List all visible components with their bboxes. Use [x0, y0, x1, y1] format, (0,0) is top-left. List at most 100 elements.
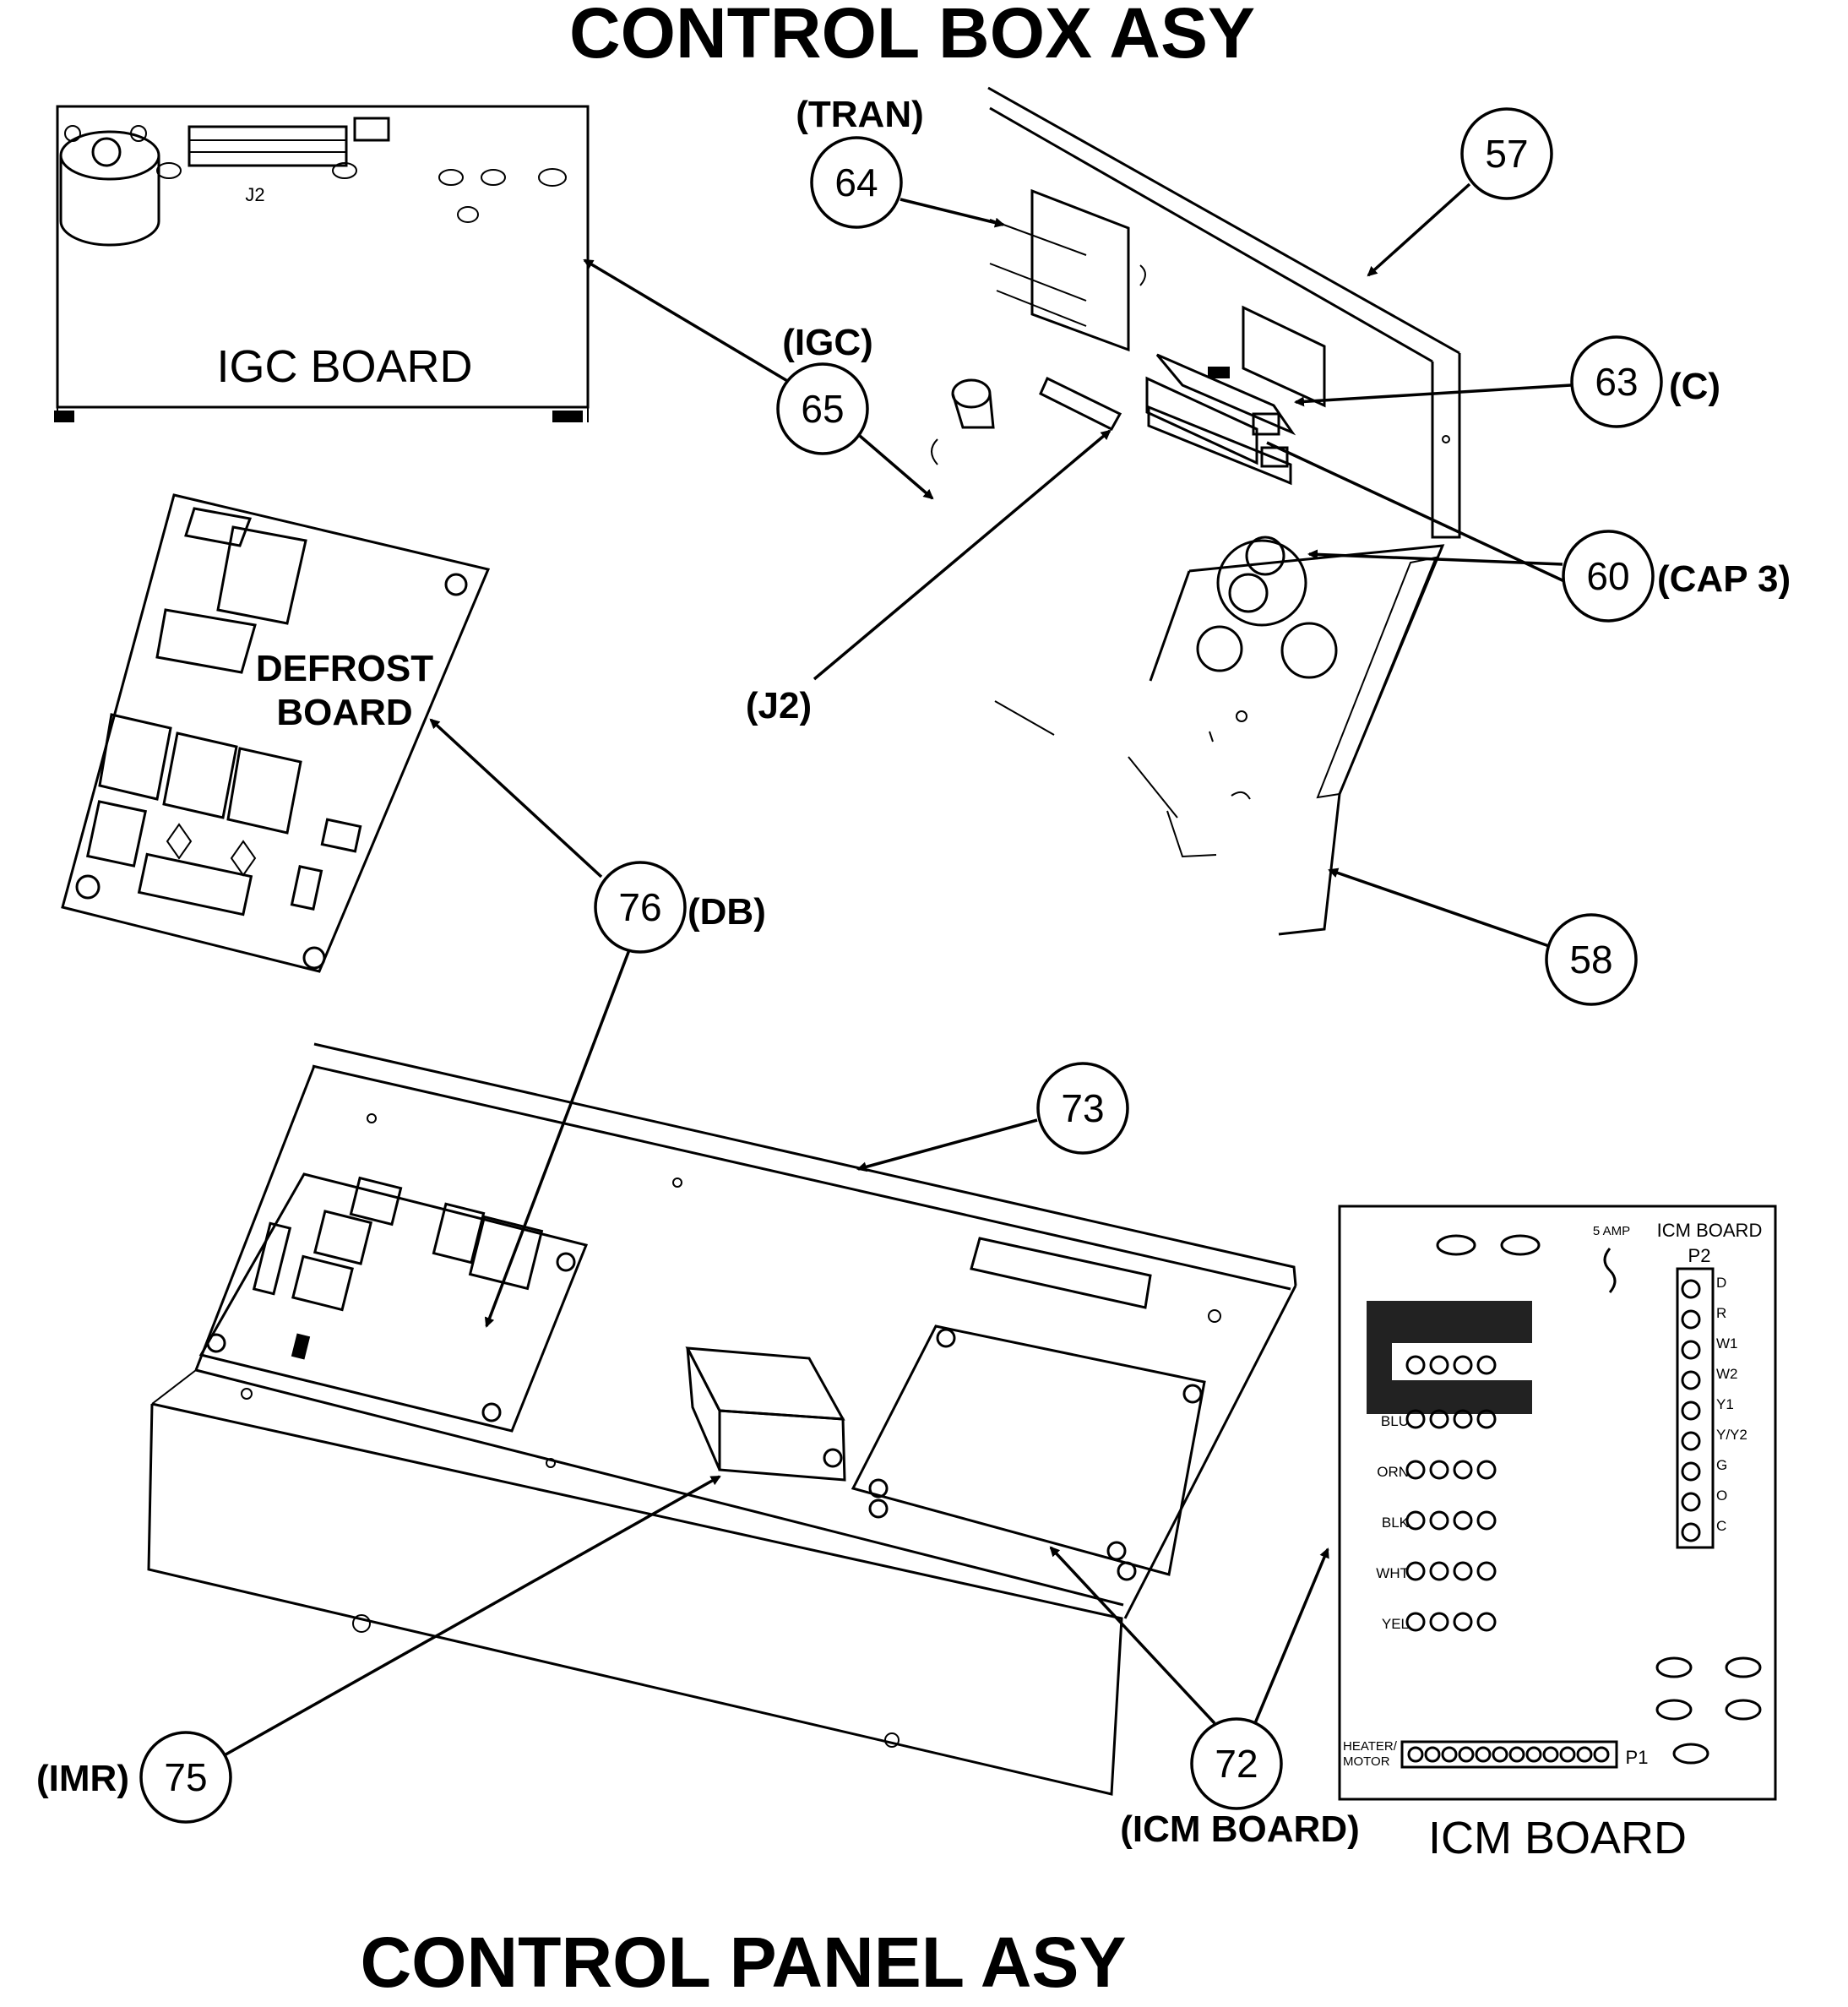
tap-terminal — [1476, 1409, 1497, 1429]
callout-75-number: 75 — [164, 1755, 207, 1799]
tap-terminal — [1429, 1460, 1449, 1480]
p2-pin-label: D — [1716, 1275, 1726, 1291]
callout-75-label: (IMR) — [36, 1758, 129, 1799]
heater-pin — [1458, 1746, 1475, 1763]
callout-72-label: (ICM BOARD) — [1120, 1808, 1360, 1850]
heater-pin — [1475, 1746, 1492, 1763]
callout-76-number: 76 — [618, 885, 661, 929]
p2-pin-label: O — [1716, 1488, 1727, 1504]
tap-terminal — [1453, 1612, 1473, 1632]
tap-row-label: BLK — [1382, 1515, 1410, 1531]
icm-board-title: ICM BOARD — [1428, 1813, 1687, 1863]
callout-63-label: (C) — [1669, 366, 1720, 407]
fuse-label: 5 AMP — [1593, 1224, 1630, 1238]
tap-terminal — [1405, 1612, 1426, 1632]
p2-pin-label: Y/Y2 — [1716, 1427, 1747, 1443]
tap-row-label: WHT — [1376, 1565, 1409, 1581]
heater-pin — [1525, 1746, 1542, 1763]
tap-terminal — [1476, 1510, 1497, 1531]
callout-65-number: 65 — [801, 387, 844, 431]
heater-pin — [1407, 1746, 1424, 1763]
control-box-assembly — [931, 86, 1461, 936]
heater-label-line1: HEATER/ — [1343, 1739, 1398, 1754]
p2-pin — [1681, 1522, 1701, 1542]
tap-terminal — [1476, 1355, 1497, 1375]
callout-65: 65 (IGC) — [583, 258, 934, 500]
heater-pin — [1492, 1746, 1508, 1763]
tap-terminal — [1429, 1561, 1449, 1581]
heater-pin — [1576, 1746, 1593, 1763]
tap-terminal — [1405, 1355, 1426, 1375]
control-panel-title: CONTROL PANEL ASY — [361, 1923, 1127, 2002]
tap-terminal — [1453, 1409, 1473, 1429]
p2-pin — [1681, 1492, 1701, 1512]
p2-pin-label: R — [1716, 1305, 1726, 1321]
tap-terminal — [1476, 1561, 1497, 1581]
tap-terminal — [1453, 1355, 1473, 1375]
tap-row-label: ORN — [1377, 1464, 1409, 1480]
tap-row-label: BLU — [1381, 1413, 1409, 1429]
p2-pin — [1681, 1461, 1701, 1482]
callout-72: 72 (ICM BOARD) — [1049, 1546, 1360, 1850]
tap-terminal — [1429, 1409, 1449, 1429]
p2-pin — [1681, 1370, 1701, 1390]
heater-pin — [1542, 1746, 1559, 1763]
tap-row-label: YEL — [1382, 1616, 1409, 1632]
callout-76: 76 (DB) — [429, 718, 766, 1328]
p2-pin — [1681, 1309, 1701, 1330]
defrost-board-title-line1: DEFROST — [256, 648, 433, 689]
tap-terminal — [1476, 1612, 1497, 1632]
callout-64-number: 64 — [834, 160, 878, 204]
tap-terminal — [1453, 1510, 1473, 1531]
tap-terminal — [1405, 1460, 1426, 1480]
callout-58-number: 58 — [1569, 938, 1612, 982]
p1-label: P1 — [1626, 1747, 1649, 1768]
heater-pin — [1593, 1746, 1610, 1763]
callout-58: 58 — [1328, 868, 1638, 1006]
j2-connector-label: J2 — [245, 184, 264, 205]
p2-pin-label: G — [1716, 1457, 1727, 1473]
p2-pin-label: W2 — [1716, 1366, 1738, 1382]
callout-73-number: 73 — [1061, 1086, 1104, 1130]
igc-board: J2 IGC BOARD — [54, 105, 590, 422]
j2-part-label: (J2) — [746, 685, 812, 726]
tap-terminal — [1476, 1460, 1497, 1480]
callout-63-number: 63 — [1595, 360, 1638, 404]
p2-pin-label: Y1 — [1716, 1396, 1734, 1412]
tap-terminal — [1429, 1510, 1449, 1531]
callout-65-label: (IGC) — [782, 322, 873, 363]
control-box-title: CONTROL BOX ASY — [569, 0, 1255, 73]
callout-60-label: (CAP 3) — [1657, 558, 1791, 600]
heater-pin — [1559, 1746, 1576, 1763]
callout-57: 57 — [1367, 107, 1553, 277]
callout-64: 64 (TRAN) — [796, 94, 1005, 229]
p2-pin — [1681, 1279, 1701, 1299]
callout-76-label: (DB) — [688, 891, 766, 933]
tap-terminal — [1405, 1409, 1426, 1429]
callout-73: 73 — [856, 1062, 1129, 1172]
callout-63: 63 (C) — [1294, 335, 1720, 428]
heater-label-line2: MOTOR — [1343, 1754, 1390, 1769]
p2-pin-label: W1 — [1716, 1335, 1738, 1352]
callout-60: 60 (CAP 3) — [1266, 441, 1791, 623]
icm-board-header: ICM BOARD — [1657, 1220, 1763, 1241]
callout-64-label: (TRAN) — [796, 94, 924, 135]
igc-board-title: IGC BOARD — [216, 341, 472, 392]
p2-pin — [1681, 1340, 1701, 1360]
callout-57-number: 57 — [1485, 132, 1528, 176]
p2-pin — [1681, 1401, 1701, 1421]
heater-pin — [1424, 1746, 1441, 1763]
callout-60-number: 60 — [1586, 554, 1629, 598]
callout-72-number: 72 — [1215, 1742, 1258, 1786]
p2-pin — [1681, 1431, 1701, 1451]
tap-terminal — [1453, 1460, 1473, 1480]
heater-pin — [1508, 1746, 1525, 1763]
tap-terminal — [1429, 1612, 1449, 1632]
p2-label: P2 — [1688, 1245, 1711, 1266]
defrost-board-title-line2: BOARD — [276, 692, 412, 733]
p2-pin-label: C — [1716, 1518, 1726, 1534]
heater-pin — [1441, 1746, 1458, 1763]
tap-terminal — [1405, 1561, 1426, 1581]
